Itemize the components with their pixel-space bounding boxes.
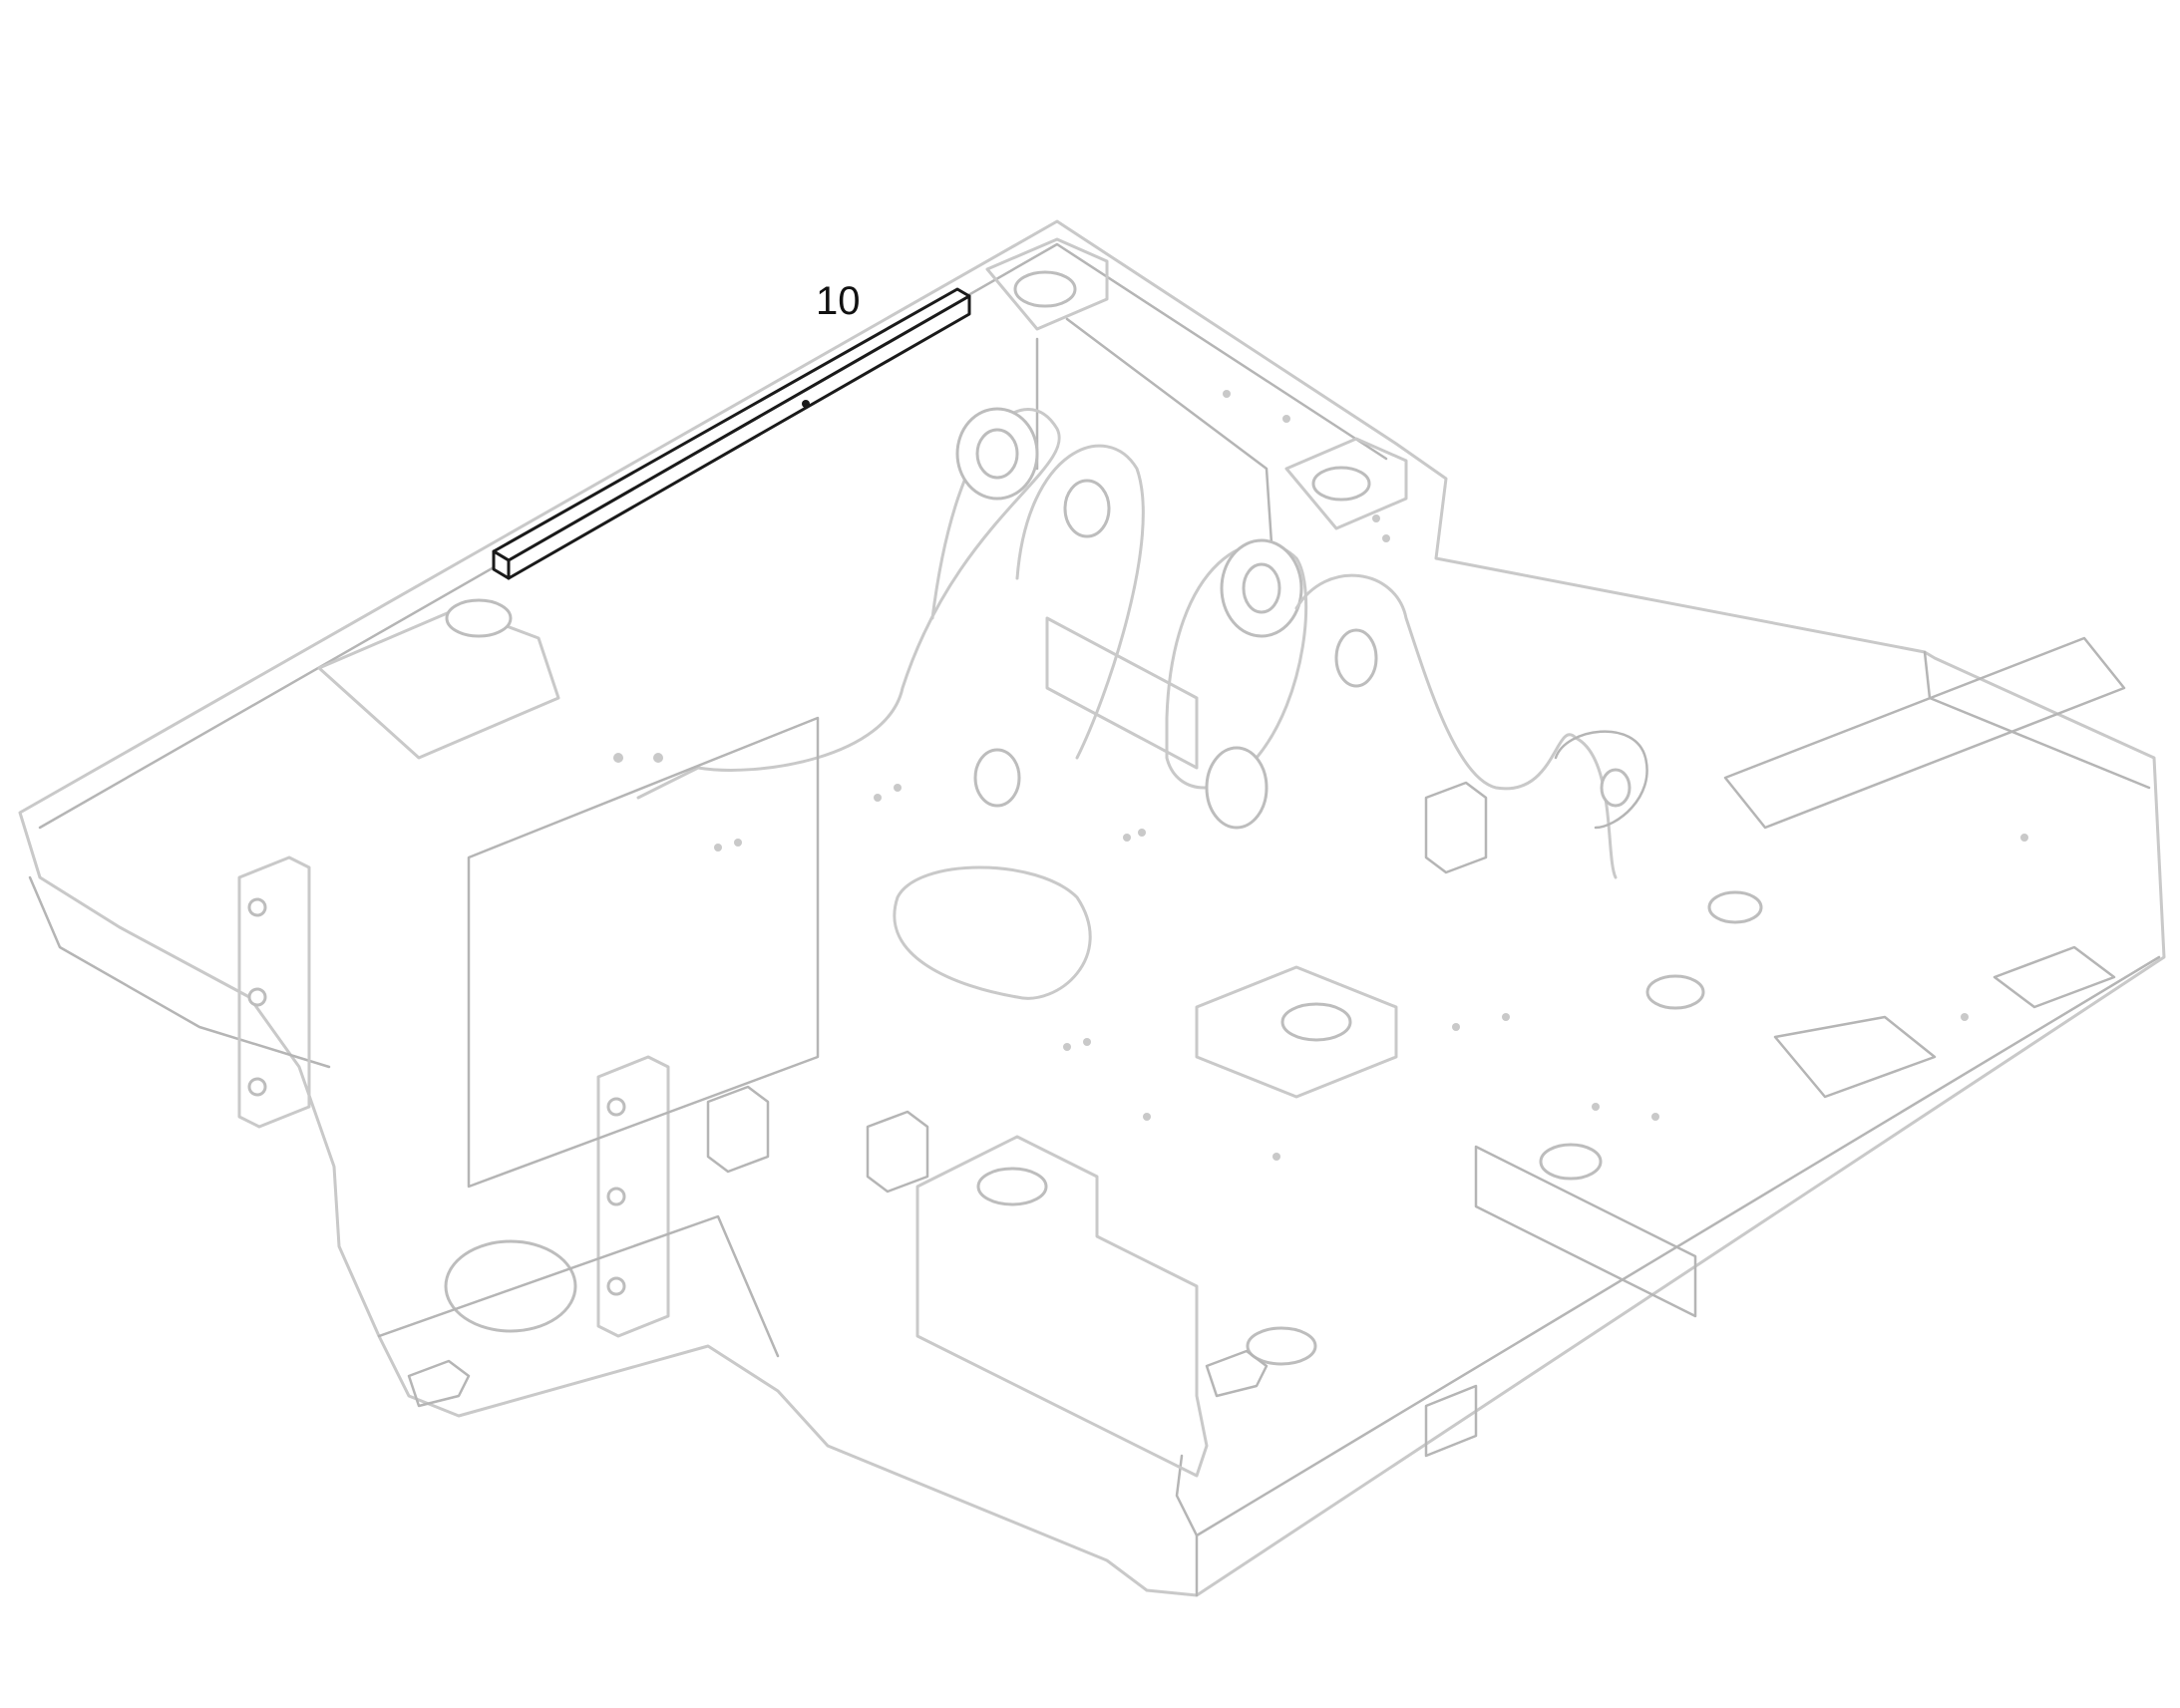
- left-side-structure: [237, 598, 820, 1358]
- boom-foot-brackets: [636, 407, 1648, 1000]
- rear-mount-area: [985, 237, 1408, 620]
- callout-label-10: 10: [816, 279, 861, 323]
- right-side-structure: [915, 636, 2126, 1478]
- frame-outline: [18, 219, 2166, 1597]
- fittings: [407, 390, 2028, 1408]
- part-10-bar[interactable]: [492, 287, 971, 580]
